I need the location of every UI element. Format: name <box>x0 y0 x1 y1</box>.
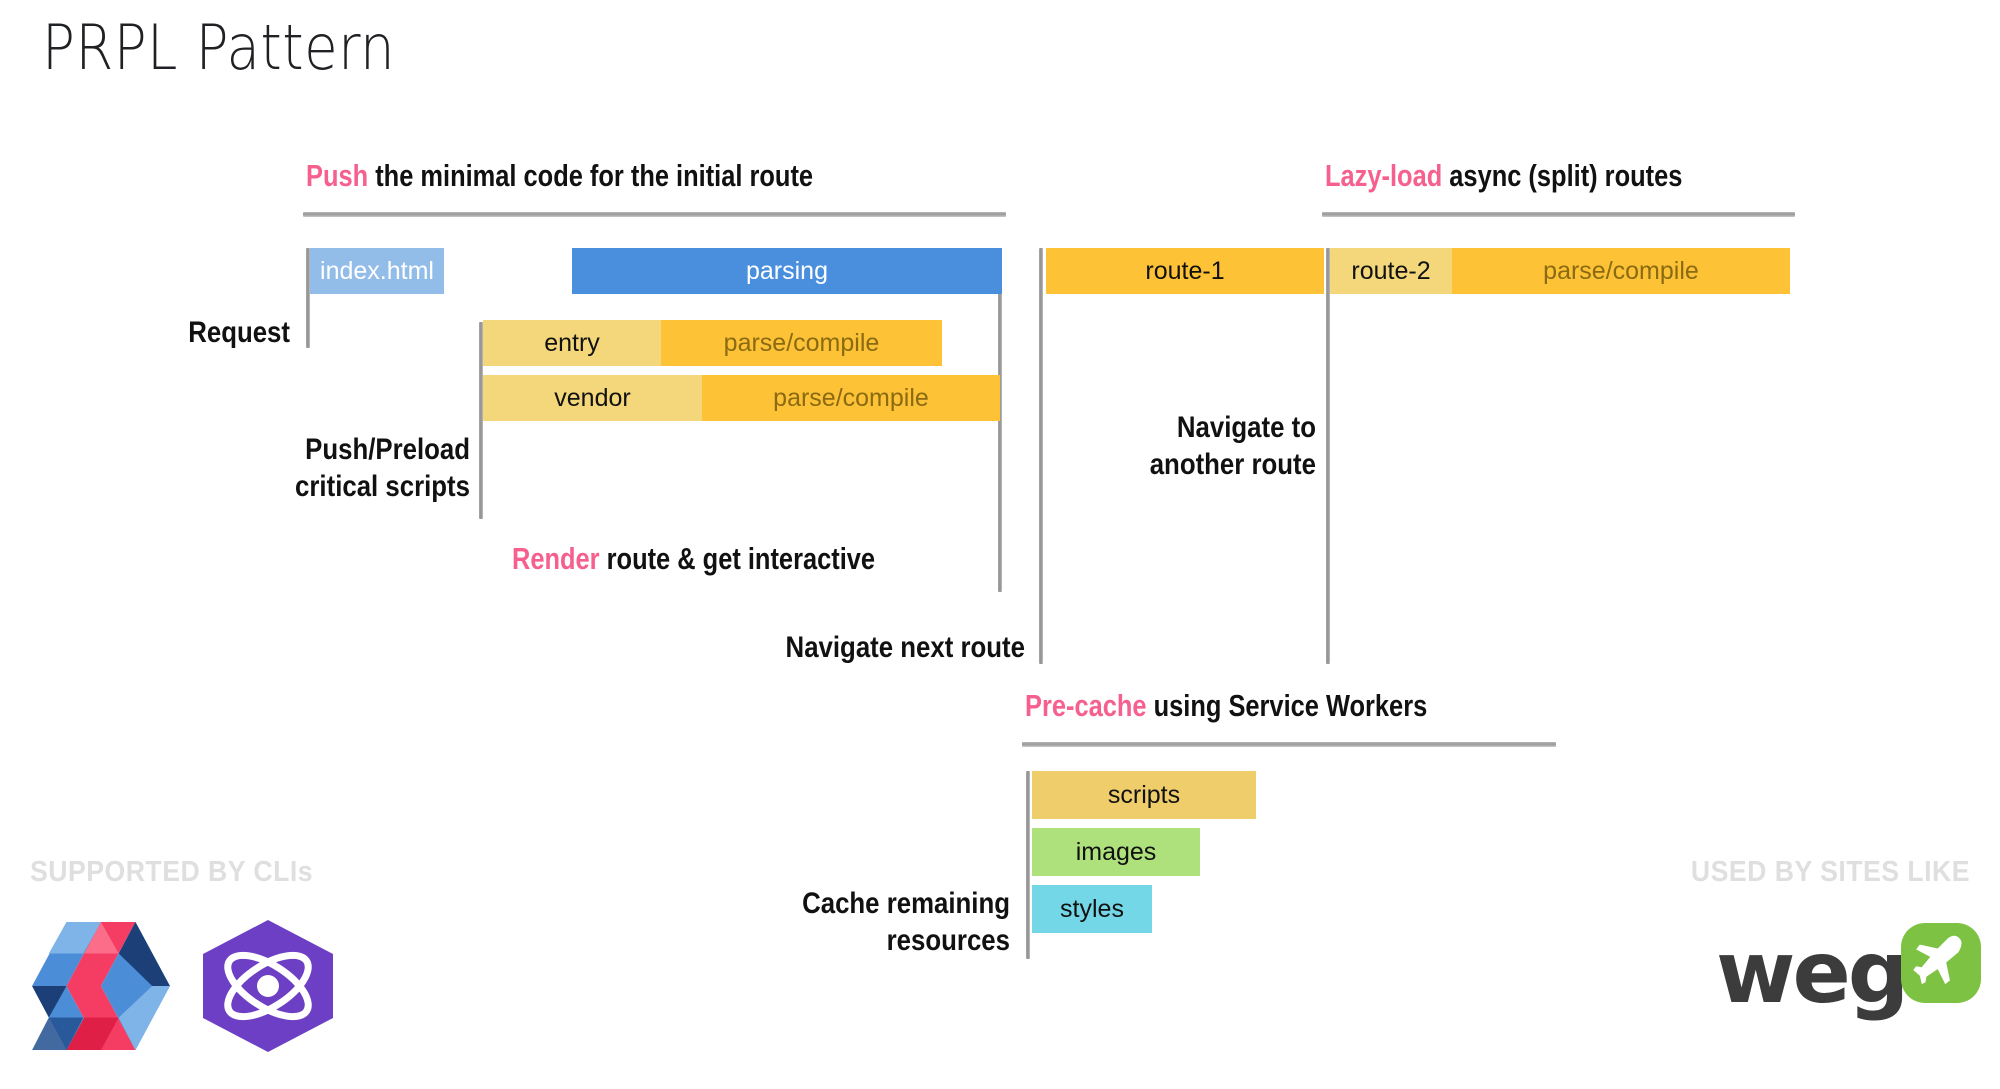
precache-keyword: Pre-cache <box>1025 688 1147 723</box>
route-2-rail <box>1326 248 1330 664</box>
track-route-1: route-1 <box>1046 248 1324 294</box>
segment-entry-parse-compile: parse/compile <box>661 320 942 366</box>
segment-index-html: index.html <box>310 248 444 294</box>
navigate-another-line-1: Navigate to <box>1176 411 1316 444</box>
navigate-next-rail <box>1039 248 1043 664</box>
segment-parsing: parsing <box>572 248 1002 294</box>
lazy-load-heading-rule <box>1322 212 1795 217</box>
polymer-logo <box>32 922 170 1050</box>
precache-heading-rule <box>1022 742 1556 747</box>
segment-scripts: scripts <box>1032 771 1256 819</box>
push-preload-line-1: Push/Preload <box>305 433 470 466</box>
push-preload-line-2: critical scripts <box>295 469 470 503</box>
cache-remaining-line-1: Cache remaining <box>802 887 1010 920</box>
lazy-load-heading-rest: async (split) routes <box>1442 158 1683 193</box>
track-scripts: scripts <box>1032 771 1256 819</box>
supported-by-clis-caption: SUPPORTED BY CLIs <box>30 856 314 888</box>
preact-logo <box>198 918 338 1054</box>
cache-remaining-label: Cache remaining resources <box>571 886 1010 959</box>
segment-entry: entry <box>483 320 661 366</box>
push-keyword: Push <box>306 158 369 193</box>
precache-heading-rest: using Service Workers <box>1146 688 1428 723</box>
push-preload-rail <box>479 322 483 519</box>
lazy-load-heading: Lazy-load async (split) routes <box>1325 160 1682 191</box>
segment-images: images <box>1032 828 1200 876</box>
track-index-html: index.html <box>310 248 444 294</box>
track-entry: entry parse/compile <box>483 320 942 366</box>
segment-route-2-parse-compile: parse/compile <box>1452 248 1790 294</box>
cache-remaining-line-2: resources <box>886 923 1010 957</box>
navigate-another-route-label: Navigate to another route <box>1044 410 1316 483</box>
used-by-sites-like-caption: USED BY SITES LIKE <box>1690 856 1970 888</box>
track-route-2: route-2 parse/compile <box>1330 248 1790 294</box>
render-rail <box>998 248 1002 592</box>
wego-plane-icon <box>1900 922 1982 1004</box>
render-keyword: Render <box>512 541 600 576</box>
push-preload-label: Push/Preload critical scripts <box>66 432 470 505</box>
render-heading: Render route & get interactive <box>512 543 875 574</box>
request-rail <box>306 248 310 348</box>
track-parsing: parsing <box>572 248 1002 294</box>
segment-vendor: vendor <box>483 375 702 421</box>
push-heading-rule <box>303 212 1006 217</box>
request-label: Request <box>188 316 290 349</box>
segment-styles: styles <box>1032 885 1152 933</box>
page-title: PRPL Pattern <box>42 11 396 84</box>
track-images: images <box>1032 828 1200 876</box>
push-heading: Push the minimal code for the initial ro… <box>306 160 813 191</box>
track-styles: styles <box>1032 885 1152 933</box>
navigate-next-route-label: Navigate next route <box>785 631 1025 664</box>
render-heading-rest: route & get interactive <box>599 541 876 576</box>
precache-rail <box>1026 771 1030 959</box>
track-vendor: vendor parse/compile <box>483 375 1000 421</box>
segment-route-2: route-2 <box>1330 248 1452 294</box>
push-heading-rest: the minimal code for the initial route <box>368 158 814 193</box>
navigate-another-line-2: another route <box>1149 447 1316 481</box>
precache-heading: Pre-cache using Service Workers <box>1025 690 1427 721</box>
segment-route-1: route-1 <box>1046 248 1324 294</box>
segment-vendor-parse-compile: parse/compile <box>702 375 1000 421</box>
lazy-load-keyword: Lazy-load <box>1325 158 1443 193</box>
